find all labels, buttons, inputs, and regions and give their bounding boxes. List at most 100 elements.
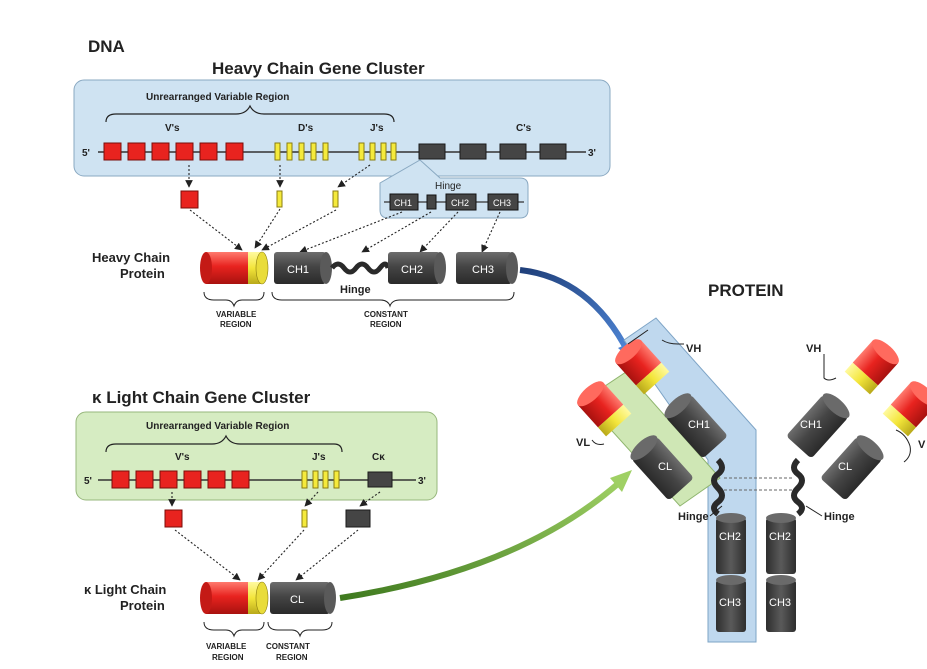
heavy-v-label: V's	[165, 123, 180, 134]
antibody-right-hinge-label: Hinge	[824, 511, 855, 523]
heavy-c-segments	[418, 143, 567, 160]
antibody-left-ch2	[716, 513, 746, 574]
exon-ch1-label: CH1	[394, 198, 412, 208]
antibody-right-ch3	[766, 575, 796, 632]
heavy-protein-hinge-label: Hinge	[340, 284, 371, 296]
exon-ch3-label: CH3	[493, 198, 511, 208]
antibody-left-vl	[577, 381, 632, 437]
light-selected-c	[345, 509, 371, 528]
heavy-protein-label-1: Heavy Chain	[92, 250, 170, 265]
antibody-right-cl-label: CL	[838, 461, 852, 473]
heavy-selected-v	[180, 190, 199, 209]
antibody-left-cl	[630, 435, 693, 500]
heavy-selected-j	[332, 190, 339, 208]
heavy-cluster-title: Heavy Chain Gene Cluster	[212, 59, 425, 78]
antibody-right-hinge	[791, 457, 805, 517]
heavy-protein-ch1: CH1	[274, 252, 332, 284]
light-constant-region-1: CONSTANT	[266, 642, 310, 651]
light-variable-region-bracket	[203, 621, 265, 638]
heavy-variable-bracket	[105, 104, 395, 123]
light-j-segments	[301, 470, 340, 489]
heavy-constant-region-bracket	[271, 291, 515, 308]
antibody-left-ch1	[664, 393, 727, 458]
heavy-variable-region-2: REGION	[220, 320, 252, 329]
exon-ch2-label: CH2	[451, 198, 469, 208]
heavy-protein-ch3: CH3	[456, 252, 518, 284]
heavy-variable-region-1: VARIABLE	[216, 310, 257, 319]
light-constant-region-bracket	[267, 621, 333, 638]
light-j-label: J's	[312, 452, 326, 463]
exon-ch3	[487, 193, 519, 211]
heavy-protein-ch3-label: CH3	[472, 264, 494, 276]
heavy-protein-variable	[200, 251, 269, 285]
antibody-left-ch2-label: CH2	[719, 531, 741, 543]
light-c-segment	[367, 471, 393, 488]
heavy-protein-ch2-label: CH2	[401, 264, 423, 276]
heavy-constant-region-1: CONSTANT	[364, 310, 408, 319]
heavy-v-segments	[103, 142, 244, 161]
light-protein-cl: CL	[270, 582, 336, 614]
light-protein-label-2: Protein	[120, 598, 165, 613]
light-v-label: V's	[175, 452, 190, 463]
exon-ch1	[389, 193, 419, 211]
heavy-three-prime: 3'	[588, 148, 596, 159]
exon-hinge	[426, 194, 437, 210]
heavy-selected-d	[276, 190, 283, 208]
light-selected-v	[164, 509, 183, 528]
antibody-left-cl-label: CL	[658, 461, 672, 473]
heavy-exon-hinge-label: Hinge	[435, 181, 462, 192]
protein-title: PROTEIN	[708, 281, 784, 300]
heavy-connectors	[185, 164, 501, 254]
antibody-right-ch2-label: CH2	[769, 531, 791, 543]
antibody-left-vl-label: VL	[576, 437, 590, 449]
heavy-protein-ch2: CH2	[388, 252, 446, 284]
heavy-protein-hinge	[330, 261, 391, 275]
antibody-right-ch1	[787, 393, 850, 458]
light-protein-cl-label: CL	[290, 594, 304, 606]
antibody-right-ch1-label: CH1	[800, 419, 822, 431]
light-three-prime: 3'	[418, 476, 426, 487]
light-variable-bracket	[105, 434, 343, 453]
heavy-j-label: J's	[370, 123, 384, 134]
heavy-variable-region-bracket	[203, 291, 265, 308]
light-cluster-title: κ Light Chain Gene Cluster	[92, 388, 311, 407]
light-constant-region-2: REGION	[276, 653, 308, 662]
light-connectors	[168, 491, 381, 581]
antibody-left-vh-brace	[627, 329, 649, 345]
heavy-five-prime: 5'	[82, 148, 90, 159]
antibody-right-vl	[882, 381, 927, 437]
light-c-label: Cκ	[372, 452, 385, 463]
heavy-to-antibody-arrow	[519, 267, 631, 354]
light-v-segments	[111, 470, 250, 489]
antibody-right-ch3-label: CH3	[769, 597, 791, 609]
dna-title: DNA	[88, 37, 125, 56]
antibody-left-ch3	[716, 575, 746, 632]
heavy-constant-region-2: REGION	[370, 320, 402, 329]
heavy-d-segments	[274, 142, 329, 161]
light-variable-region-2: REGION	[212, 653, 244, 662]
antibody-right-vh-label: VH	[806, 343, 821, 355]
antibody-left-hinge	[711, 457, 725, 517]
heavy-j-segments	[358, 142, 397, 161]
heavy-protein-label-2: Protein	[120, 266, 165, 281]
light-to-antibody-arrowhead	[610, 470, 632, 492]
light-protein-variable	[200, 581, 269, 615]
light-unrearranged-label: Unrearranged Variable Region	[146, 421, 289, 432]
light-five-prime: 5'	[84, 476, 92, 487]
light-to-antibody-arrow	[339, 479, 622, 601]
antibody-right-vh	[844, 339, 899, 395]
antibody-left-ch1-label: CH1	[688, 419, 710, 431]
antibody-right-cl	[821, 435, 884, 500]
antibody-left-vh	[615, 339, 670, 395]
heavy-protein-ch1-label: CH1	[287, 264, 309, 276]
antibody-right-ch2	[766, 513, 796, 574]
antibody-left-hinge-label: Hinge	[678, 511, 709, 523]
heavy-d-label: D's	[298, 123, 314, 134]
heavy-c-label: C's	[516, 123, 532, 134]
heavy-unrearranged-label: Unrearranged Variable Region	[146, 92, 289, 103]
antibody-right-v-label: V	[918, 439, 926, 451]
light-variable-region-1: VARIABLE	[206, 642, 247, 651]
light-protein-label-1: κ Light Chain	[84, 582, 166, 597]
